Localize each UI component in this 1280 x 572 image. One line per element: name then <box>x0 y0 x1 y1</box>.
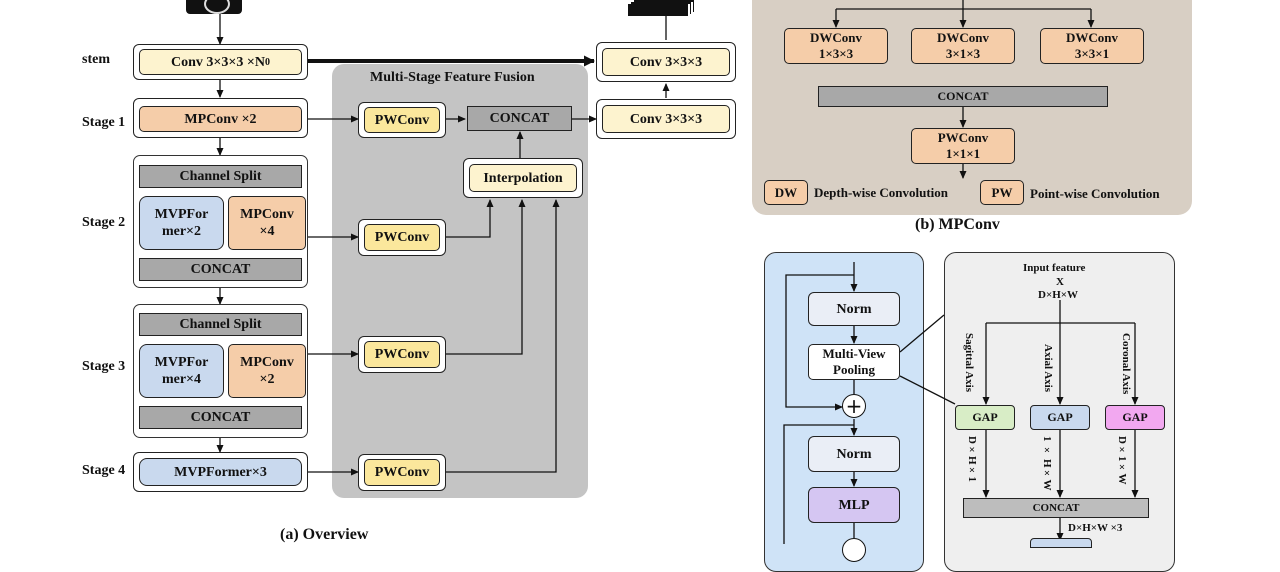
pooling-out-dim: D×H×W ×3 <box>1068 522 1123 534</box>
stage4-mvpformer-box: MVPFormer×3 <box>139 458 302 486</box>
stage3-channel-split: Channel Split <box>139 313 302 336</box>
stage2-channel-split: Channel Split <box>139 165 302 188</box>
fusion-title: Multi-Stage Feature Fusion <box>370 70 535 85</box>
ct-scan-thumbnail-icon <box>186 0 242 14</box>
pooling-output-box <box>1030 538 1092 548</box>
dim-axial: 1 × H×W <box>1041 436 1053 491</box>
mvp-multiview-pooling: Multi-View Pooling <box>808 344 900 380</box>
mpconv-pwconv: PWConv 1×1×1 <box>911 128 1015 164</box>
legend-dw-text: Depth-wise Convolution <box>814 185 948 200</box>
stage3-mpconv-box: MPConv ×2 <box>228 344 306 398</box>
input-feature-title: Input feature <box>1023 262 1086 274</box>
stage2-mpconv-box: MPConv ×4 <box>228 196 306 250</box>
pwconv-4: PWConv <box>364 459 440 486</box>
mvp-norm-2: Norm <box>808 436 900 472</box>
gap-axial: GAP <box>1030 405 1090 430</box>
pwconv-3: PWConv <box>364 341 440 368</box>
legend-pw-text: Point-wise Convolution <box>1030 186 1160 201</box>
stage-label-3: Stage 3 <box>82 359 126 374</box>
mpconv-caption: (b) MPConv <box>915 216 1000 233</box>
fusion-concat: CONCAT <box>467 106 572 131</box>
mpconv-concat: CONCAT <box>818 86 1108 107</box>
input-feature-dim: D×H×W <box>1038 289 1079 301</box>
interpolation-box: Interpolation <box>469 164 577 192</box>
dwconv-3x1x3: DWConv 3×1×3 <box>911 28 1015 64</box>
stage-label-stem: stem <box>82 52 110 67</box>
stage-label-2: Stage 2 <box>82 215 126 230</box>
pwconv-1: PWConv <box>364 107 440 133</box>
legend-pw-swatch: PW <box>980 180 1024 205</box>
stage-label-1: Stage 1 <box>82 115 126 130</box>
stage-label-4: Stage 4 <box>82 463 126 478</box>
head-conv-bottom: Conv 3×3×3 <box>602 105 730 133</box>
stage3-concat: CONCAT <box>139 406 302 429</box>
legend-dw-swatch: DW <box>764 180 808 205</box>
coronal-axis-label: Coronal Axis <box>1120 333 1132 395</box>
output-volume-icon <box>628 0 694 16</box>
pwconv-2: PWConv <box>364 224 440 251</box>
overview-caption: (a) Overview <box>280 526 369 543</box>
mvp-mlp: MLP <box>808 487 900 523</box>
head-conv-top: Conv 3×3×3 <box>602 48 730 76</box>
dwconv-1x3x3: DWConv 1×3×3 <box>784 28 888 64</box>
stage2-mvpformer-box: MVPFor mer×2 <box>139 196 224 250</box>
dim-coronal: D×1×W <box>1116 436 1128 485</box>
input-feature-x: X <box>1056 276 1064 288</box>
gap-coronal: GAP <box>1105 405 1165 430</box>
gap-sagittal: GAP <box>955 405 1015 430</box>
stem-conv-subscript: 0 <box>264 56 270 68</box>
residual-add-icon: + <box>842 394 866 418</box>
dwconv-3x3x1: DWConv 3×3×1 <box>1040 28 1144 64</box>
dim-sagittal: D×H×1 <box>966 436 978 482</box>
pooling-concat: CONCAT <box>963 498 1149 518</box>
stage3-mvpformer-box: MVPFor mer×4 <box>139 344 224 398</box>
stage1-mpconv-box: MPConv ×2 <box>139 106 302 132</box>
stage2-concat: CONCAT <box>139 258 302 281</box>
mvp-norm-1: Norm <box>808 292 900 326</box>
axial-axis-label: Axial Axis <box>1042 344 1054 392</box>
stem-conv-label: Conv 3×3×3 ×N <box>171 54 265 70</box>
sagittal-axis-label: Sagittal Axis <box>963 333 975 392</box>
mlp-output-add-icon <box>842 538 866 562</box>
